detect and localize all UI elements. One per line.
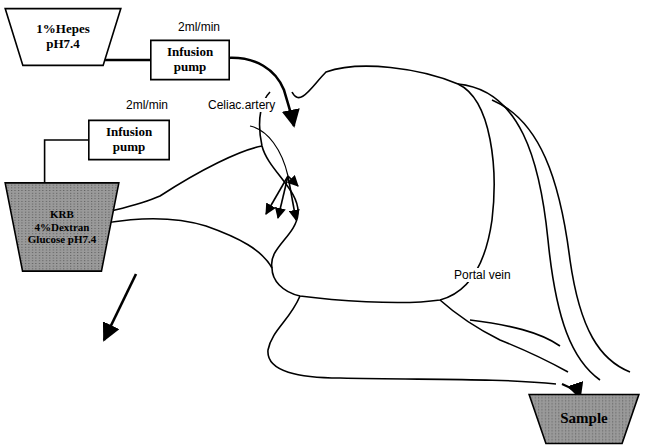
node-text: Infusion pump <box>93 125 165 155</box>
anatomy-label: Portal vein <box>452 268 513 282</box>
tube-line <box>105 59 150 62</box>
pump-box: Infusion pump <box>150 40 230 80</box>
node-text: Sample <box>560 410 608 427</box>
tube-line <box>45 140 88 182</box>
anatomy-label: Celiac.artery <box>206 98 277 112</box>
sample-container: Sample <box>528 394 640 444</box>
flow-rate: 2ml/min <box>176 20 222 34</box>
node-text: 1%Hepes pH7.4 <box>27 22 98 52</box>
node-text: Infusion pump <box>155 45 225 75</box>
reservoir: 1%Hepes pH7.4 <box>4 8 122 66</box>
flow-rate: 2ml/min <box>124 98 170 112</box>
reservoir: KRB 4%Dextran Glucose pH7.4 <box>4 182 120 272</box>
node-text: KRB 4%Dextran Glucose pH7.4 <box>27 208 97 246</box>
pump-box: Infusion pump <box>88 120 170 160</box>
